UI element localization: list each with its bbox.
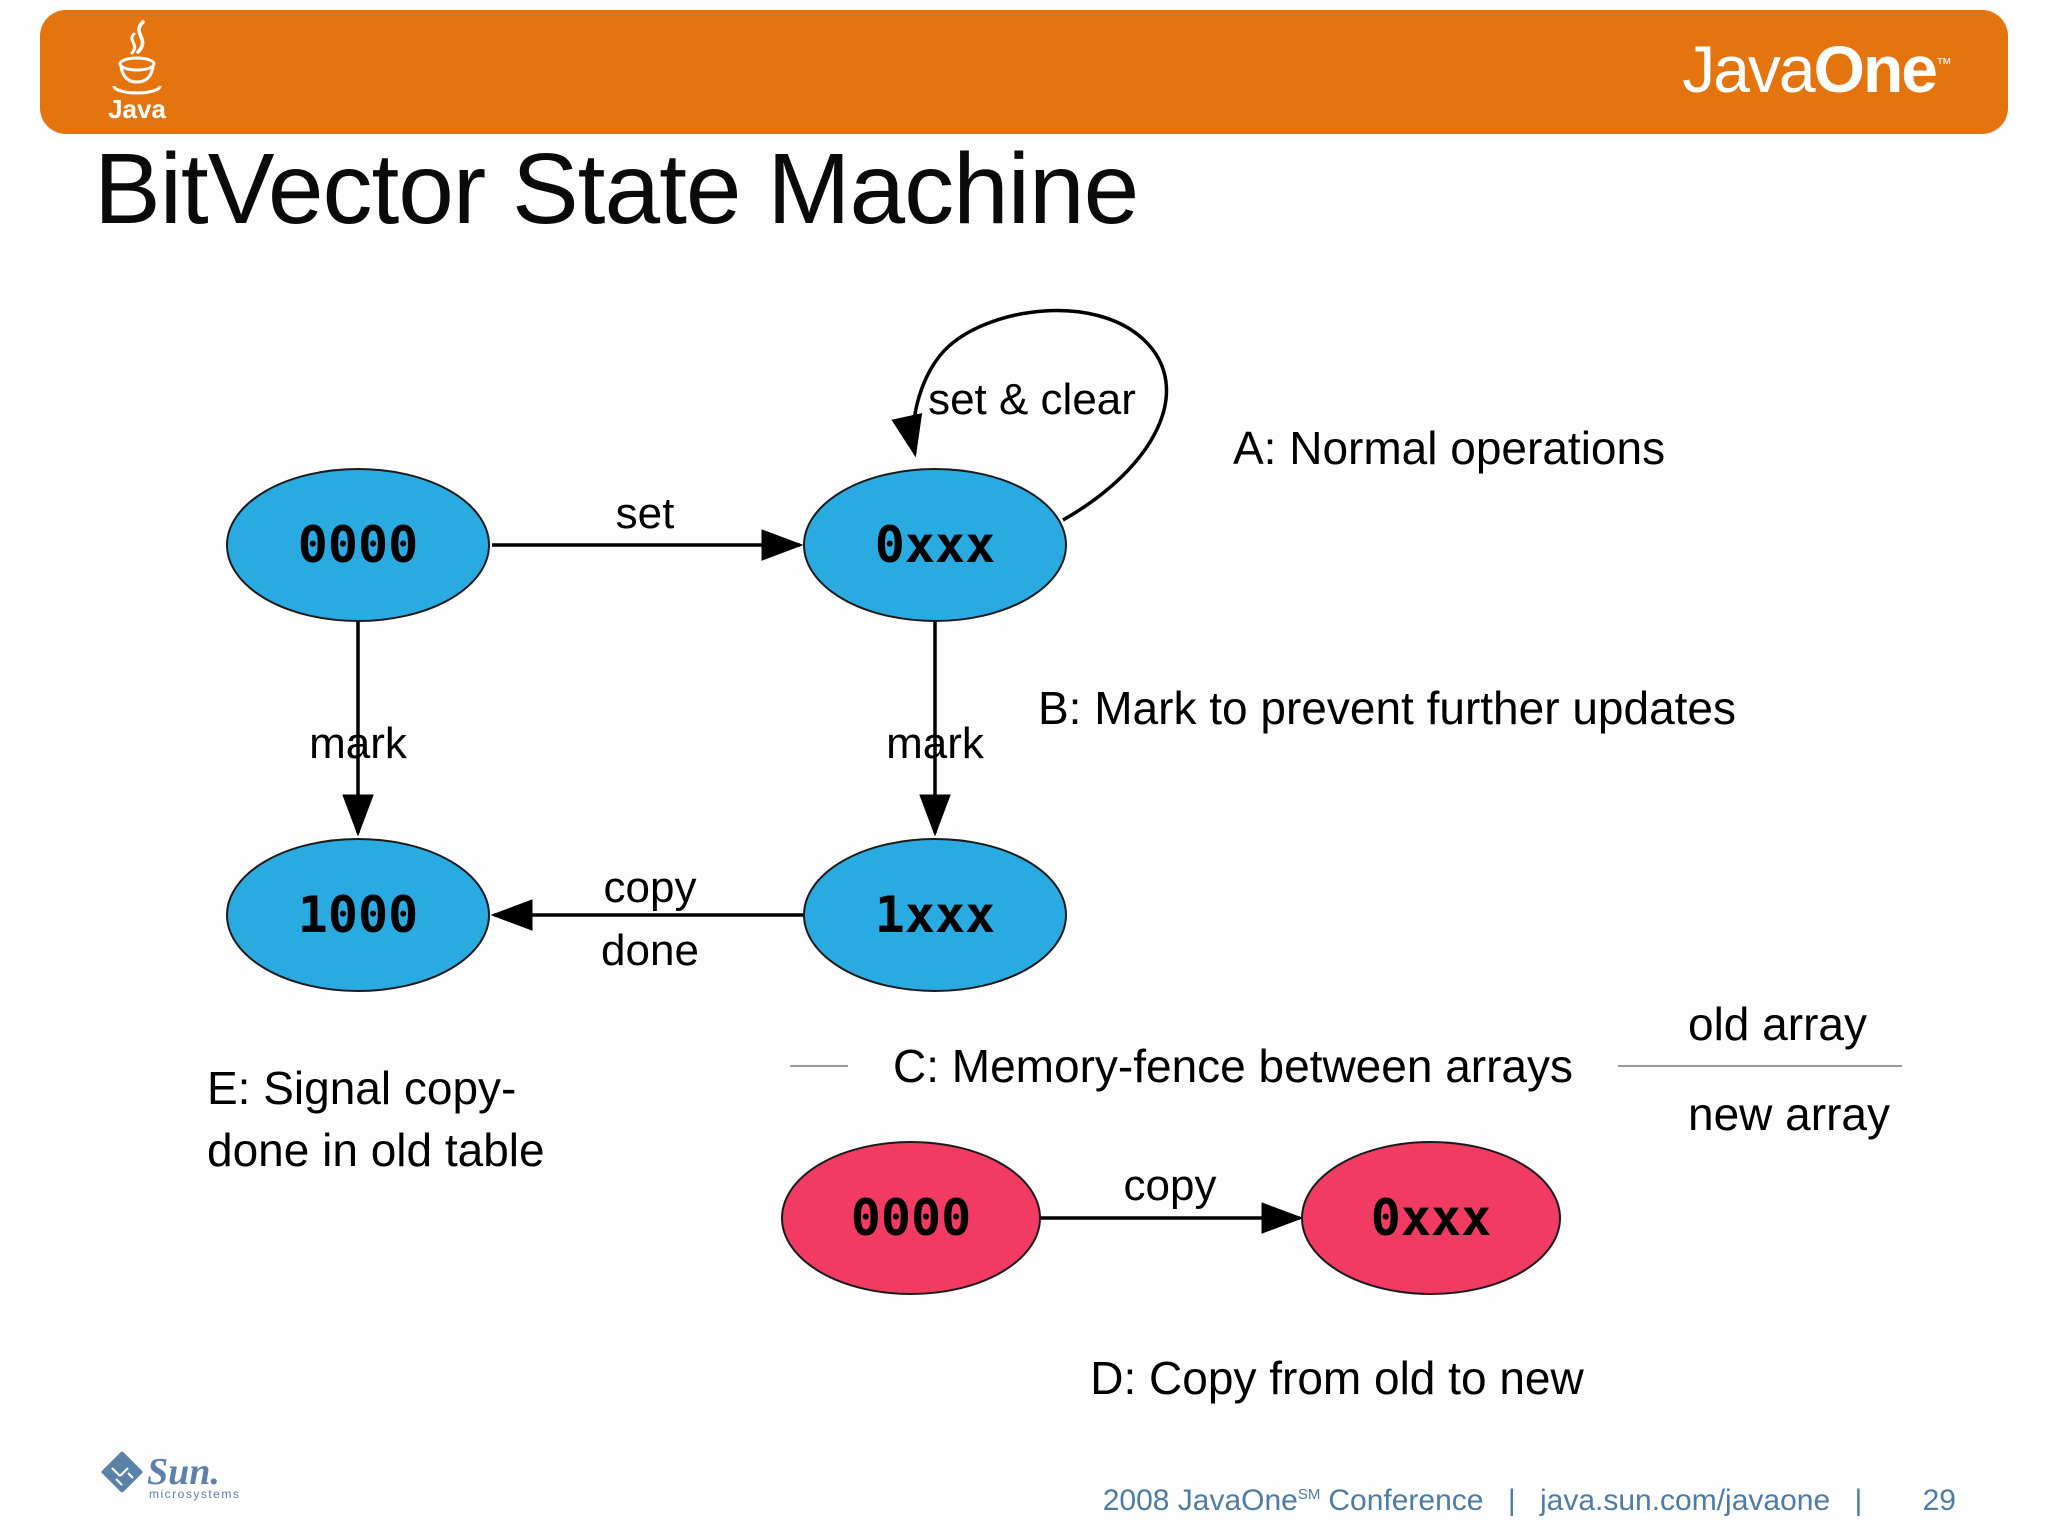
state-node-0000 [226,468,490,622]
java-logo-icon: Java [108,20,166,124]
state-label-0000: 0000 [298,516,418,574]
edge-label-set-and-clear: set & clear [928,375,1136,424]
state-label-new-0000: 0000 [851,1189,971,1247]
sun-logo-icon: Sun. microsystems [101,1451,240,1501]
page-title: BitVector State Machine [94,133,1139,245]
edge-set-clear-selfloop [891,308,1169,522]
fence-label-backing [848,1036,1618,1096]
annotation-c: C: Memory-fence between arrays [893,1040,1573,1092]
state-node-1xxx [803,838,1067,992]
label-old-array: old array [1688,998,1867,1050]
edge-label-mark-left: mark [309,719,408,768]
footer-url: java.sun.com/javaone [1539,1484,1831,1517]
state-node-new-0000 [781,1141,1041,1295]
annotation-a: A: Normal operations [1233,422,1665,474]
edge-label-copy: copy [604,863,697,912]
footer-separator: | [1507,1484,1516,1517]
footer-conference-prefix: 2008 JavaOne [1102,1484,1298,1517]
annotation-e-line1: E: Signal copy- [207,1062,516,1114]
state-label-1xxx: 1xxx [875,886,995,944]
javaone-trademark: ™ [1936,55,1952,73]
footer-separator: | [1854,1484,1863,1517]
header-bar: Java JavaOne™ [40,10,2008,134]
javaone-wordmark: JavaOne™ [1682,31,1952,107]
java-logo-label: Java [108,94,166,124]
state-label-0xxx: 0xxx [875,516,995,574]
edge-label-done: done [601,926,699,975]
sun-logo-sublabel: microsystems [149,1487,240,1501]
footer-servicemark: SM [1297,1486,1321,1503]
annotation-d: D: Copy from old to new [1090,1352,1584,1404]
edge-label-set: set [616,489,675,538]
sun-logo-label: Sun. [147,1451,220,1493]
footer-text: 2008 JavaOneSM Conference | java.sun.com/… [1103,1484,1956,1518]
edge-label-mark-right: mark [886,719,985,768]
annotation-b: B: Mark to prevent further updates [1038,682,1736,734]
footer-conference-suffix: Conference [1328,1484,1484,1517]
state-label-1000: 1000 [298,886,418,944]
annotation-e-line2: done in old table [207,1124,545,1176]
state-node-new-0xxx [1301,1141,1561,1295]
javaone-text-one: One [1813,31,1938,106]
footer-page-number: 29 [1922,1484,1956,1517]
state-node-1000 [226,838,490,992]
label-new-array: new array [1688,1088,1890,1140]
state-node-0xxx [803,468,1067,622]
javaone-text-java: Java [1682,31,1815,106]
edge-label-copy-new: copy [1124,1161,1217,1210]
state-label-new-0xxx: 0xxx [1371,1189,1491,1247]
